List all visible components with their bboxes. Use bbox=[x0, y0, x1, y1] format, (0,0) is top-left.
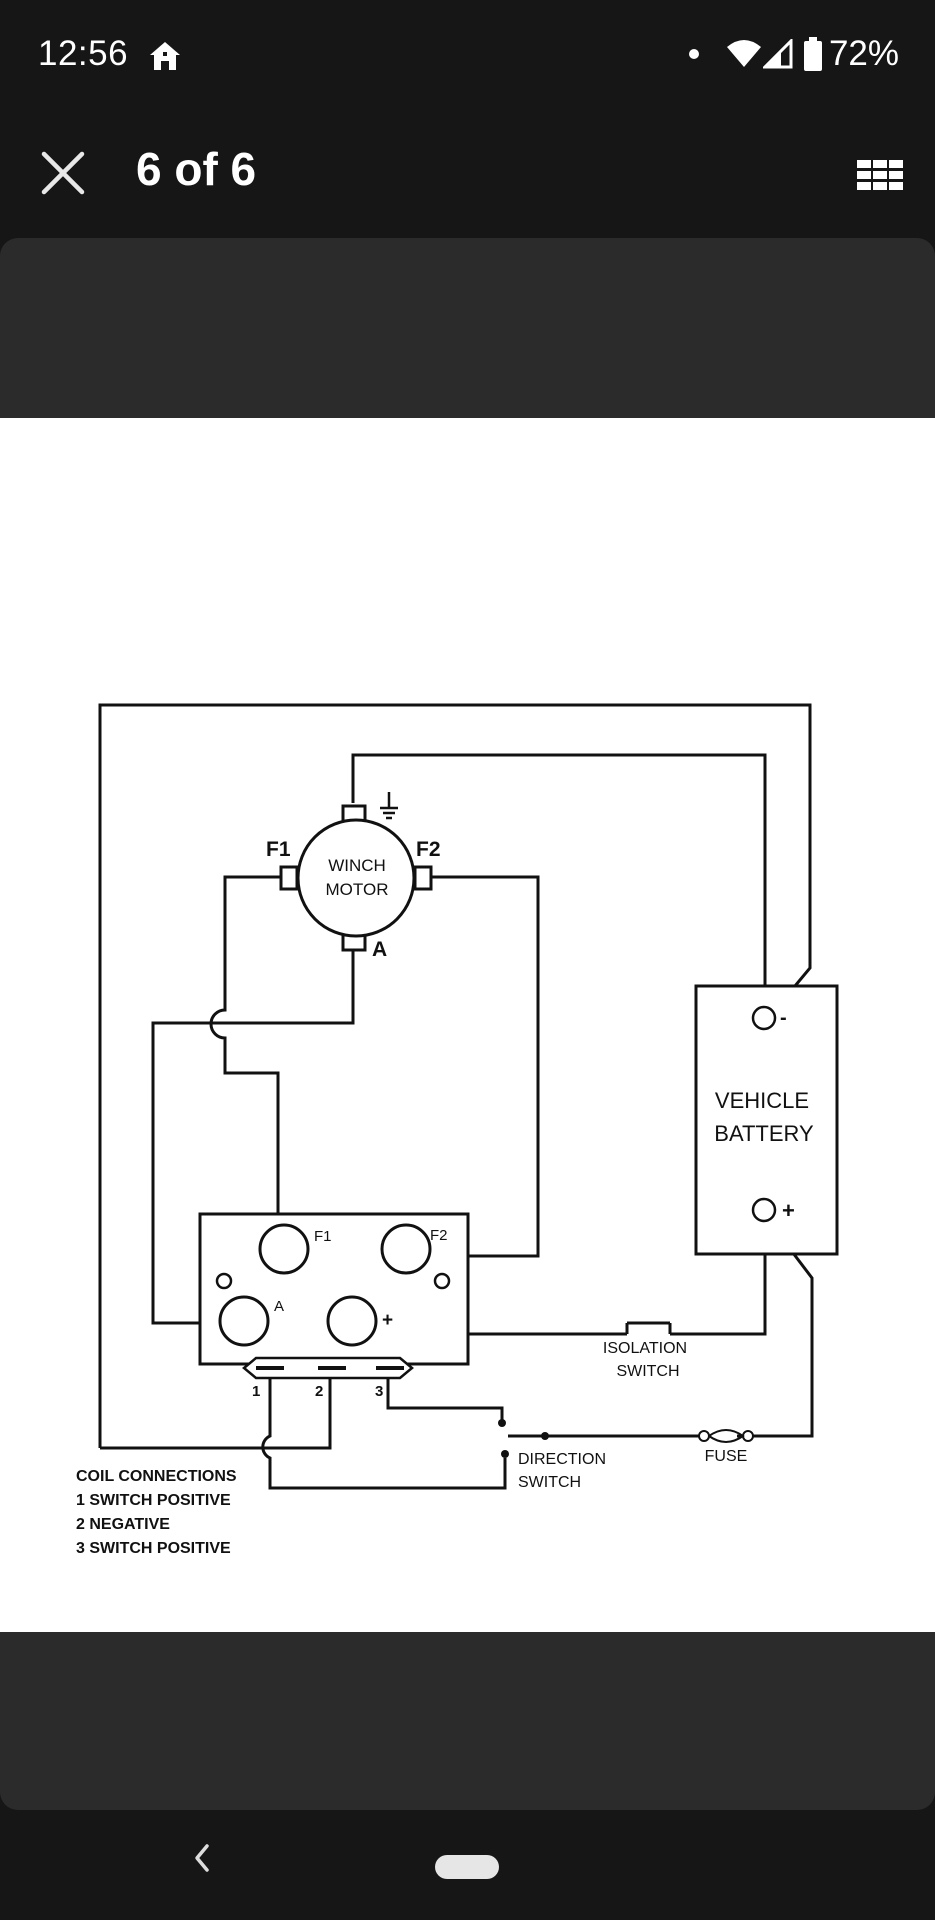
battery-icon bbox=[803, 37, 822, 71]
wiring-diagram-image[interactable]: WINCH MOTOR F1 F2 A - + VEHICLE BATTERY … bbox=[0, 418, 935, 1632]
isolation-switch bbox=[625, 1321, 672, 1334]
solenoid-f1-terminal bbox=[258, 1223, 310, 1275]
direction-switch-bottom bbox=[501, 1450, 509, 1458]
wire-outer-loop bbox=[98, 703, 812, 1448]
isolation-label-1: ISOLATION bbox=[603, 1340, 687, 1357]
solenoid-a-label: A bbox=[274, 1298, 284, 1315]
isolation-label-2: SWITCH bbox=[616, 1363, 679, 1380]
direction-label-2: SWITCH bbox=[518, 1474, 581, 1491]
page-title: 6 of 6 bbox=[136, 143, 257, 195]
viewer-top-panel bbox=[0, 238, 935, 418]
motor-label-1: WINCH bbox=[328, 856, 386, 875]
battery-minus-label: - bbox=[780, 1007, 787, 1029]
solenoid-plus-label: + bbox=[382, 1310, 393, 1331]
mount-hole-right bbox=[433, 1272, 451, 1290]
grid-view-button[interactable] bbox=[845, 142, 915, 208]
coil-legend-3: 3 SWITCH POSITIVE bbox=[76, 1540, 231, 1557]
solenoid-a-terminal bbox=[218, 1295, 270, 1347]
direction-switch-mid bbox=[541, 1432, 549, 1440]
coil-legend-1: 1 SWITCH POSITIVE bbox=[76, 1492, 231, 1509]
mount-hole-left bbox=[215, 1272, 233, 1290]
fuse-label: FUSE bbox=[705, 1448, 748, 1465]
pin-3-label: 3 bbox=[375, 1383, 383, 1400]
direction-label-1: DIRECTION bbox=[518, 1451, 606, 1468]
coil-legend-2: 2 NEGATIVE bbox=[76, 1516, 170, 1533]
navigation-bar bbox=[0, 1810, 935, 1920]
status-time: 12:56 bbox=[38, 34, 129, 73]
wiring-diagram: WINCH MOTOR F1 F2 A - + VEHICLE BATTERY … bbox=[76, 703, 839, 1557]
ground-symbol bbox=[380, 792, 398, 820]
motor-label-2: MOTOR bbox=[326, 880, 389, 899]
wire-pin1 bbox=[261, 1364, 507, 1490]
home-icon bbox=[150, 42, 180, 70]
coil-legend-title: COIL CONNECTIONS bbox=[76, 1468, 237, 1485]
battery-plus-label: + bbox=[782, 1198, 795, 1223]
close-icon bbox=[41, 151, 85, 195]
grid-view-icon bbox=[857, 160, 903, 190]
back-chevron-icon[interactable] bbox=[185, 1838, 219, 1878]
battery-positive-terminal bbox=[751, 1197, 777, 1223]
motor-a-label: A bbox=[372, 938, 387, 961]
battery-percent: 72% bbox=[828, 34, 899, 73]
wifi-icon bbox=[726, 40, 761, 67]
wire-f1 bbox=[209, 875, 290, 1223]
solenoid-f2-terminal bbox=[380, 1223, 432, 1275]
status-right-icons: 72% bbox=[688, 34, 899, 74]
battery-label-1: VEHICLE bbox=[715, 1088, 809, 1113]
wire-f2 bbox=[425, 875, 540, 1258]
pin-1-label: 1 bbox=[252, 1383, 260, 1400]
fuse-symbol bbox=[698, 1429, 754, 1443]
solenoid-plus-terminal bbox=[326, 1295, 378, 1347]
direction-switch-top bbox=[498, 1419, 506, 1427]
motor-f1-label: F1 bbox=[266, 838, 291, 861]
pin-2-label: 2 bbox=[315, 1383, 323, 1400]
home-pill[interactable] bbox=[435, 1855, 499, 1879]
solenoid-f1-label: F1 bbox=[314, 1228, 332, 1245]
wire-a bbox=[151, 940, 355, 1325]
wire-motor-to-battery-neg bbox=[351, 753, 767, 1015]
motor-f2-label: F2 bbox=[416, 838, 441, 861]
wire-pin2 bbox=[100, 1364, 332, 1450]
battery-label-2: BATTERY bbox=[714, 1121, 814, 1146]
close-button[interactable] bbox=[30, 140, 96, 206]
viewer-bottom-panel bbox=[0, 1632, 935, 1810]
cell-signal-icon bbox=[762, 39, 793, 69]
winch-motor bbox=[279, 804, 433, 952]
battery-negative-terminal bbox=[751, 1005, 777, 1031]
wire-pin3 bbox=[386, 1364, 504, 1421]
status-bar: 12:56 72% bbox=[0, 0, 935, 116]
notification-dot bbox=[688, 49, 699, 59]
solenoid-f2-label: F2 bbox=[430, 1227, 448, 1244]
